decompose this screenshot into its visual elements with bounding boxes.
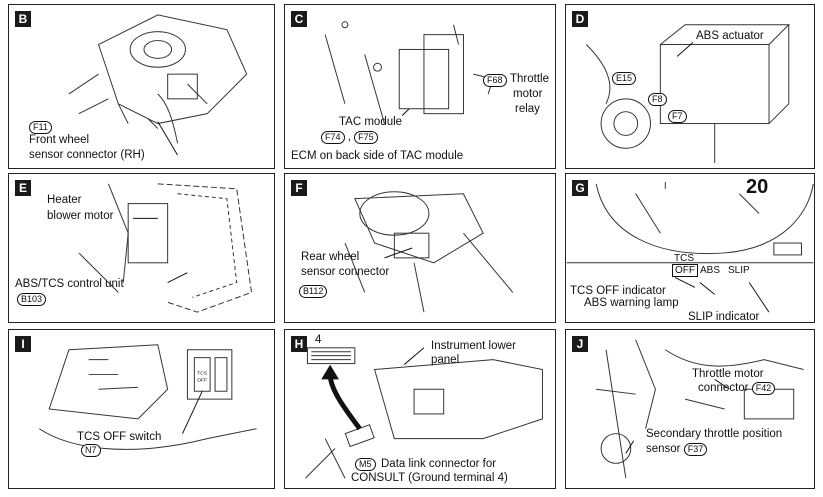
svg-text:OFF: OFF — [197, 377, 207, 383]
panel-g-illustration — [566, 181, 814, 313]
panel-c-tac-label: TAC module — [339, 116, 403, 128]
panel-d: D ABS actuator E15 F8 F7 — [565, 4, 815, 169]
panel-f: F Rear wheel sensor connector B112 — [284, 173, 556, 323]
panel-j-sensor-2: sensor F37 — [646, 443, 708, 456]
panel-j-throttle-1: Throttle motor — [692, 368, 764, 380]
panel-d-code-f8: F8 — [648, 93, 667, 106]
panel-c-relay-1: Throttle — [510, 73, 549, 85]
panel-i: TCS OFF I TCS OFF switch N7 — [8, 329, 275, 489]
panel-j-illustration — [596, 339, 804, 479]
panel-b: B F11 Front wheel sensor connector (RH) — [8, 4, 275, 169]
panel-d-tag: D — [572, 11, 588, 27]
panel-g-off-text: OFF — [672, 264, 698, 277]
panel-e-tag: E — [15, 180, 31, 196]
panel-e: E Heater blower motor ABS/TCS control un… — [8, 173, 275, 323]
panel-b-tag: B — [15, 11, 31, 27]
panel-g-abs-text: ABS — [700, 265, 721, 276]
panel-g-slip-text: SLIP — [728, 265, 750, 276]
panel-g: G 20 TCS OFF ABS SLIP TCS OFF indicator … — [565, 173, 815, 323]
panel-i-code: N7 — [81, 444, 101, 457]
panel-c-relay-3: relay — [515, 103, 540, 115]
panel-e-unit-label: ABS/TCS control unit — [15, 278, 124, 290]
panel-g-gauge-number: 20 — [746, 176, 769, 198]
svg-text:TCS: TCS — [197, 370, 208, 376]
panel-g-ind-2: ABS warning lamp — [584, 297, 679, 309]
panel-f-label-1: Rear wheel — [301, 251, 360, 263]
panel-j-tag: J — [572, 336, 588, 352]
panel-d-code-f7: F7 — [668, 110, 687, 123]
panel-c-tag: C — [291, 11, 307, 27]
panel-d-illustration — [585, 24, 790, 164]
panel-h-illustration — [305, 347, 543, 479]
panel-g-ind-1: TCS OFF indicator — [570, 285, 666, 297]
panel-j-throttle-2: connector F42 — [698, 382, 776, 395]
panel-b-label-2: sensor connector (RH) — [29, 149, 145, 161]
panel-j-sensor-1: Secondary throttle position — [646, 428, 783, 440]
panel-b-illustration — [68, 14, 248, 156]
panel-g-ind-3: SLIP indicator — [688, 311, 760, 323]
panel-c-illustration — [324, 21, 494, 124]
panel-c-relay-code: F68 — [483, 74, 507, 87]
panel-f-tag: F — [291, 180, 307, 196]
panel-d-abs-label: ABS actuator — [696, 30, 764, 42]
panel-h-panel-1: Instrument lower — [431, 340, 517, 352]
panel-c-ecm-label: ECM on back side of TAC module — [291, 150, 464, 162]
panel-c: C TAC module F74 , F75 ECM on back side … — [284, 4, 556, 169]
panel-e-code: B103 — [17, 293, 47, 306]
panel-h-pin: 4 — [315, 334, 322, 346]
panel-h-dlc-2: CONSULT (Ground terminal 4) — [351, 472, 508, 484]
panel-h: H 4 Instrument lower panel M5 Data link … — [284, 329, 556, 489]
panel-f-code: B112 — [299, 285, 328, 298]
panel-i-switch-label: TCS OFF switch — [77, 431, 162, 443]
panel-f-label-2: sensor connector — [301, 266, 390, 278]
panel-e-heater-2: blower motor — [47, 210, 114, 222]
panel-h-dlc-1: Data link connector for — [381, 458, 497, 470]
panel-e-illustration — [78, 183, 253, 313]
panel-b-label-1: Front wheel — [29, 134, 90, 146]
panel-f-illustration — [344, 191, 514, 313]
panel-e-heater-1: Heater — [47, 194, 82, 206]
panel-d-code-e15: E15 — [612, 72, 637, 85]
panel-g-tag: G — [572, 180, 588, 196]
panel-c-relay-2: motor — [513, 88, 543, 100]
panel-j: J Throttle motor connector F42 Secondary… — [565, 329, 815, 489]
panel-i-illustration: TCS OFF — [39, 344, 257, 450]
panel-h-code: M5 — [355, 458, 376, 471]
panel-g-tcs-text: TCS — [674, 253, 694, 264]
panel-i-tag: I — [15, 336, 31, 352]
panel-c-codes: F74 , F75 — [321, 131, 378, 144]
panel-h-panel-2: panel — [431, 354, 460, 366]
panel-b-code: F11 — [29, 121, 52, 134]
panel-h-tag: H — [291, 336, 307, 352]
